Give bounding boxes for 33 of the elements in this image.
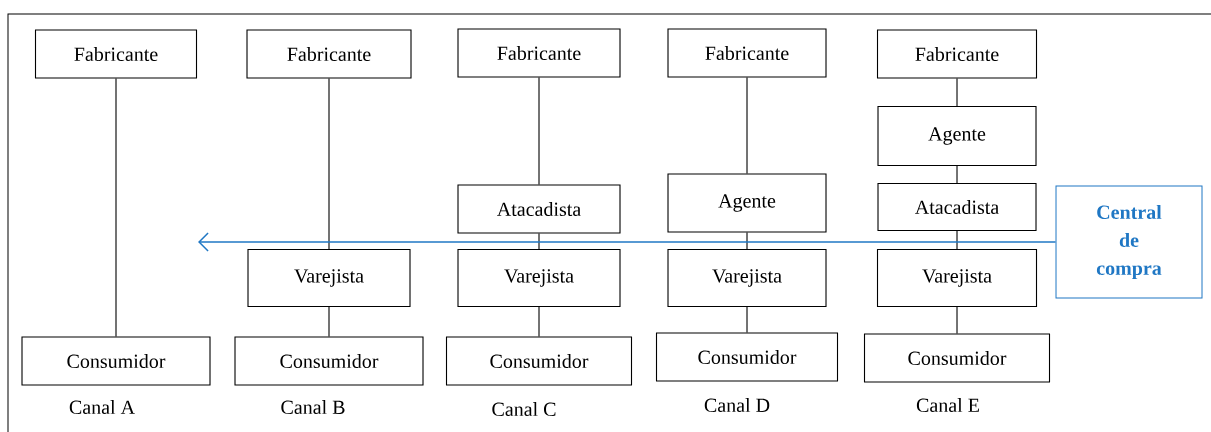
process-box: Consumidor [21, 336, 211, 386]
process-box: Consumidor [234, 336, 424, 386]
process-box: Agente [877, 105, 1037, 167]
arrow [198, 232, 1057, 252]
process-box: Consumidor [445, 336, 633, 386]
connector-line [328, 78, 330, 250]
connector-line [956, 230, 958, 250]
process-box: Varejista [457, 248, 621, 308]
process-box: Varejista [247, 248, 411, 308]
connector-line [746, 232, 748, 250]
connector-line [538, 306, 540, 337]
connector-line [956, 165, 958, 184]
process-box: Fabricante [457, 28, 621, 78]
connector-line [328, 306, 330, 337]
connector-line [956, 78, 958, 107]
process-box: Fabricante [246, 29, 412, 79]
process-box: Agente [667, 173, 827, 233]
process-box: Consumidor [863, 333, 1051, 383]
info-box: Central de compra [1055, 185, 1203, 299]
process-box: Fabricante [667, 28, 827, 78]
connector-line [538, 77, 540, 185]
connector-line [538, 233, 540, 250]
process-box: Fabricante [34, 29, 198, 79]
process-box: Consumidor [655, 332, 839, 382]
connector-line [746, 306, 748, 333]
process-box: Atacadista [457, 184, 621, 234]
connector-line [956, 306, 958, 334]
process-box: Fabricante [876, 29, 1038, 79]
process-box: Varejista [667, 248, 827, 308]
connector-line [746, 77, 748, 174]
process-box: Atacadista [877, 182, 1037, 232]
process-box: Varejista [876, 248, 1038, 308]
connector-line [115, 78, 117, 337]
